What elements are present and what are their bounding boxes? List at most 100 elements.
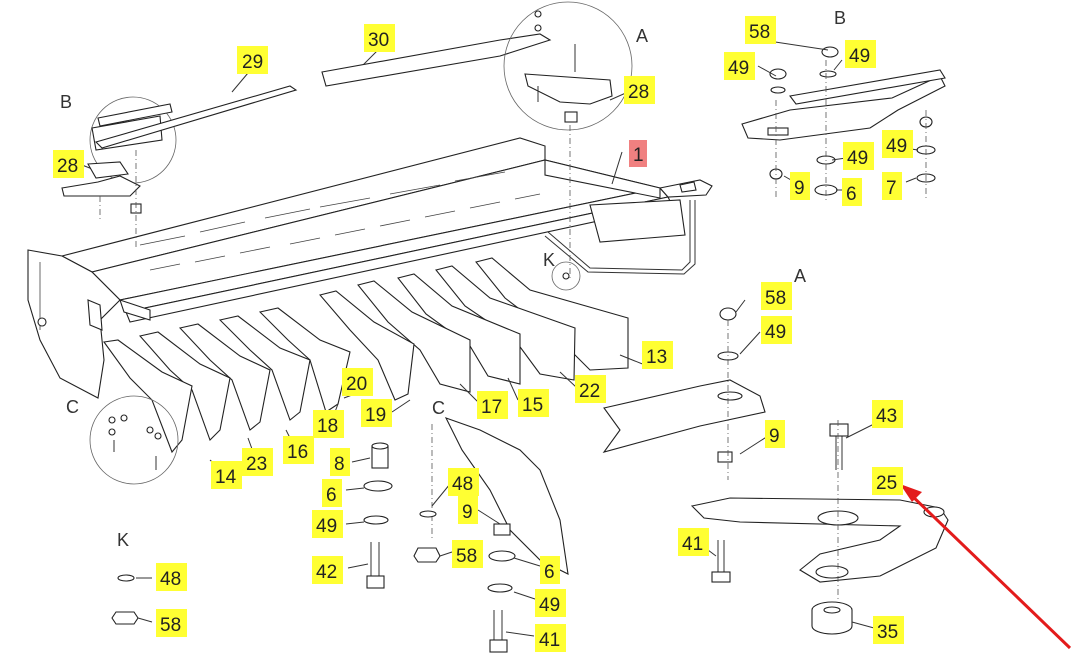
svg-text:19: 19	[365, 405, 386, 426]
svg-text:18: 18	[317, 416, 338, 437]
svg-text:58: 58	[765, 288, 786, 309]
arm-25	[690, 420, 949, 600]
svg-text:58: 58	[456, 546, 477, 567]
detail-c-circle	[89, 395, 179, 485]
svg-text:29: 29	[242, 52, 263, 73]
callout-label: 58	[761, 282, 792, 310]
svg-text:6: 6	[326, 485, 337, 506]
bushing-35	[811, 601, 875, 635]
deflector-blades-rear	[319, 257, 629, 401]
red-pointer-arrow	[900, 484, 1072, 650]
hardware-k	[111, 574, 153, 625]
svg-text:17: 17	[481, 397, 502, 418]
callout-label: 6	[540, 556, 560, 584]
svg-text:28: 28	[57, 156, 78, 177]
callout-label: 29	[237, 46, 268, 74]
callout-label: 28	[624, 76, 655, 104]
detail-k-small	[551, 261, 581, 291]
svg-text:22: 22	[579, 381, 600, 402]
view-label: C	[66, 397, 79, 417]
hardware-column-c	[413, 483, 541, 653]
bracket-30	[321, 33, 552, 87]
callout-label: 9	[458, 496, 478, 524]
view-label: B	[60, 92, 72, 112]
callout-label: 49	[843, 142, 874, 170]
svg-text:49: 49	[847, 148, 868, 169]
detail-b-right	[741, 46, 946, 200]
svg-text:14: 14	[215, 467, 237, 488]
callout-label: 6	[842, 178, 862, 206]
callout-label: 22	[575, 375, 606, 403]
view-label: K	[117, 530, 129, 550]
callout-label: 58	[745, 16, 776, 44]
callout-label: 8	[330, 448, 350, 476]
svg-text:1: 1	[633, 145, 644, 166]
svg-text:9: 9	[462, 502, 473, 523]
hardware-column-left	[345, 442, 393, 589]
callout-label: 19	[361, 399, 392, 427]
callout-label: 28	[53, 150, 84, 178]
callout-label: 49	[761, 316, 792, 344]
svg-text:6: 6	[544, 562, 555, 583]
callout-label: 30	[364, 24, 395, 52]
main-frame-drawing	[27, 137, 713, 399]
svg-text:49: 49	[765, 322, 786, 343]
view-labels: A B C K A B C K	[60, 8, 846, 550]
callout-label: 41	[678, 528, 709, 556]
callout-label: 43	[872, 400, 903, 428]
svg-text:58: 58	[749, 22, 770, 43]
callout-label: 13	[642, 341, 673, 369]
svg-text:20: 20	[346, 374, 367, 395]
svg-text:6: 6	[846, 184, 857, 205]
callout-label: 9	[790, 172, 810, 200]
callout-label-highlight: 1	[629, 140, 647, 167]
svg-text:42: 42	[316, 562, 337, 583]
svg-text:49: 49	[728, 58, 749, 79]
detail-a-top	[503, 1, 633, 280]
callout-label: 42	[312, 556, 343, 584]
view-label: K	[543, 250, 555, 270]
callout-label: 49	[882, 130, 913, 158]
callout-label: 7	[882, 172, 902, 200]
callout-label: 9	[765, 420, 785, 448]
svg-text:48: 48	[160, 569, 181, 590]
callout-label: 15	[518, 389, 549, 417]
callout-label: 49	[312, 510, 343, 538]
svg-text:25: 25	[876, 473, 897, 494]
svg-text:13: 13	[646, 347, 667, 368]
svg-text:9: 9	[769, 426, 780, 447]
callout-label: 35	[873, 616, 904, 644]
callout-label: 48	[448, 468, 479, 496]
callout-label: 23	[242, 448, 273, 476]
strip-29	[94, 85, 298, 149]
svg-text:49: 49	[539, 595, 560, 616]
detail-a-right	[602, 299, 769, 480]
svg-text:49: 49	[886, 136, 907, 157]
deflector-blades-front	[103, 307, 351, 454]
svg-text:49: 49	[849, 46, 870, 67]
callout-labels: 29 30 28 28 1 13 22 15 17 19 20 18 16 23…	[53, 16, 913, 652]
view-label: B	[834, 8, 846, 28]
svg-text:41: 41	[539, 630, 560, 651]
svg-text:16: 16	[287, 442, 308, 463]
callout-label: 58	[156, 609, 187, 637]
callout-label: 48	[156, 563, 187, 591]
callout-label: 16	[283, 436, 314, 464]
svg-text:43: 43	[876, 406, 897, 427]
svg-text:8: 8	[334, 454, 345, 475]
svg-text:58: 58	[160, 615, 181, 636]
svg-text:48: 48	[452, 474, 473, 495]
callout-label: 49	[535, 589, 566, 617]
svg-text:35: 35	[877, 622, 898, 643]
callout-label: 49	[724, 52, 755, 80]
svg-text:30: 30	[368, 30, 389, 51]
callout-label: 41	[535, 624, 566, 652]
callout-label: 58	[452, 540, 483, 568]
callout-label: 17	[477, 391, 508, 419]
svg-text:15: 15	[522, 395, 543, 416]
callout-label: 20	[342, 368, 373, 396]
svg-text:7: 7	[886, 178, 897, 199]
svg-text:28: 28	[628, 82, 649, 103]
callout-label: 49	[845, 40, 876, 68]
